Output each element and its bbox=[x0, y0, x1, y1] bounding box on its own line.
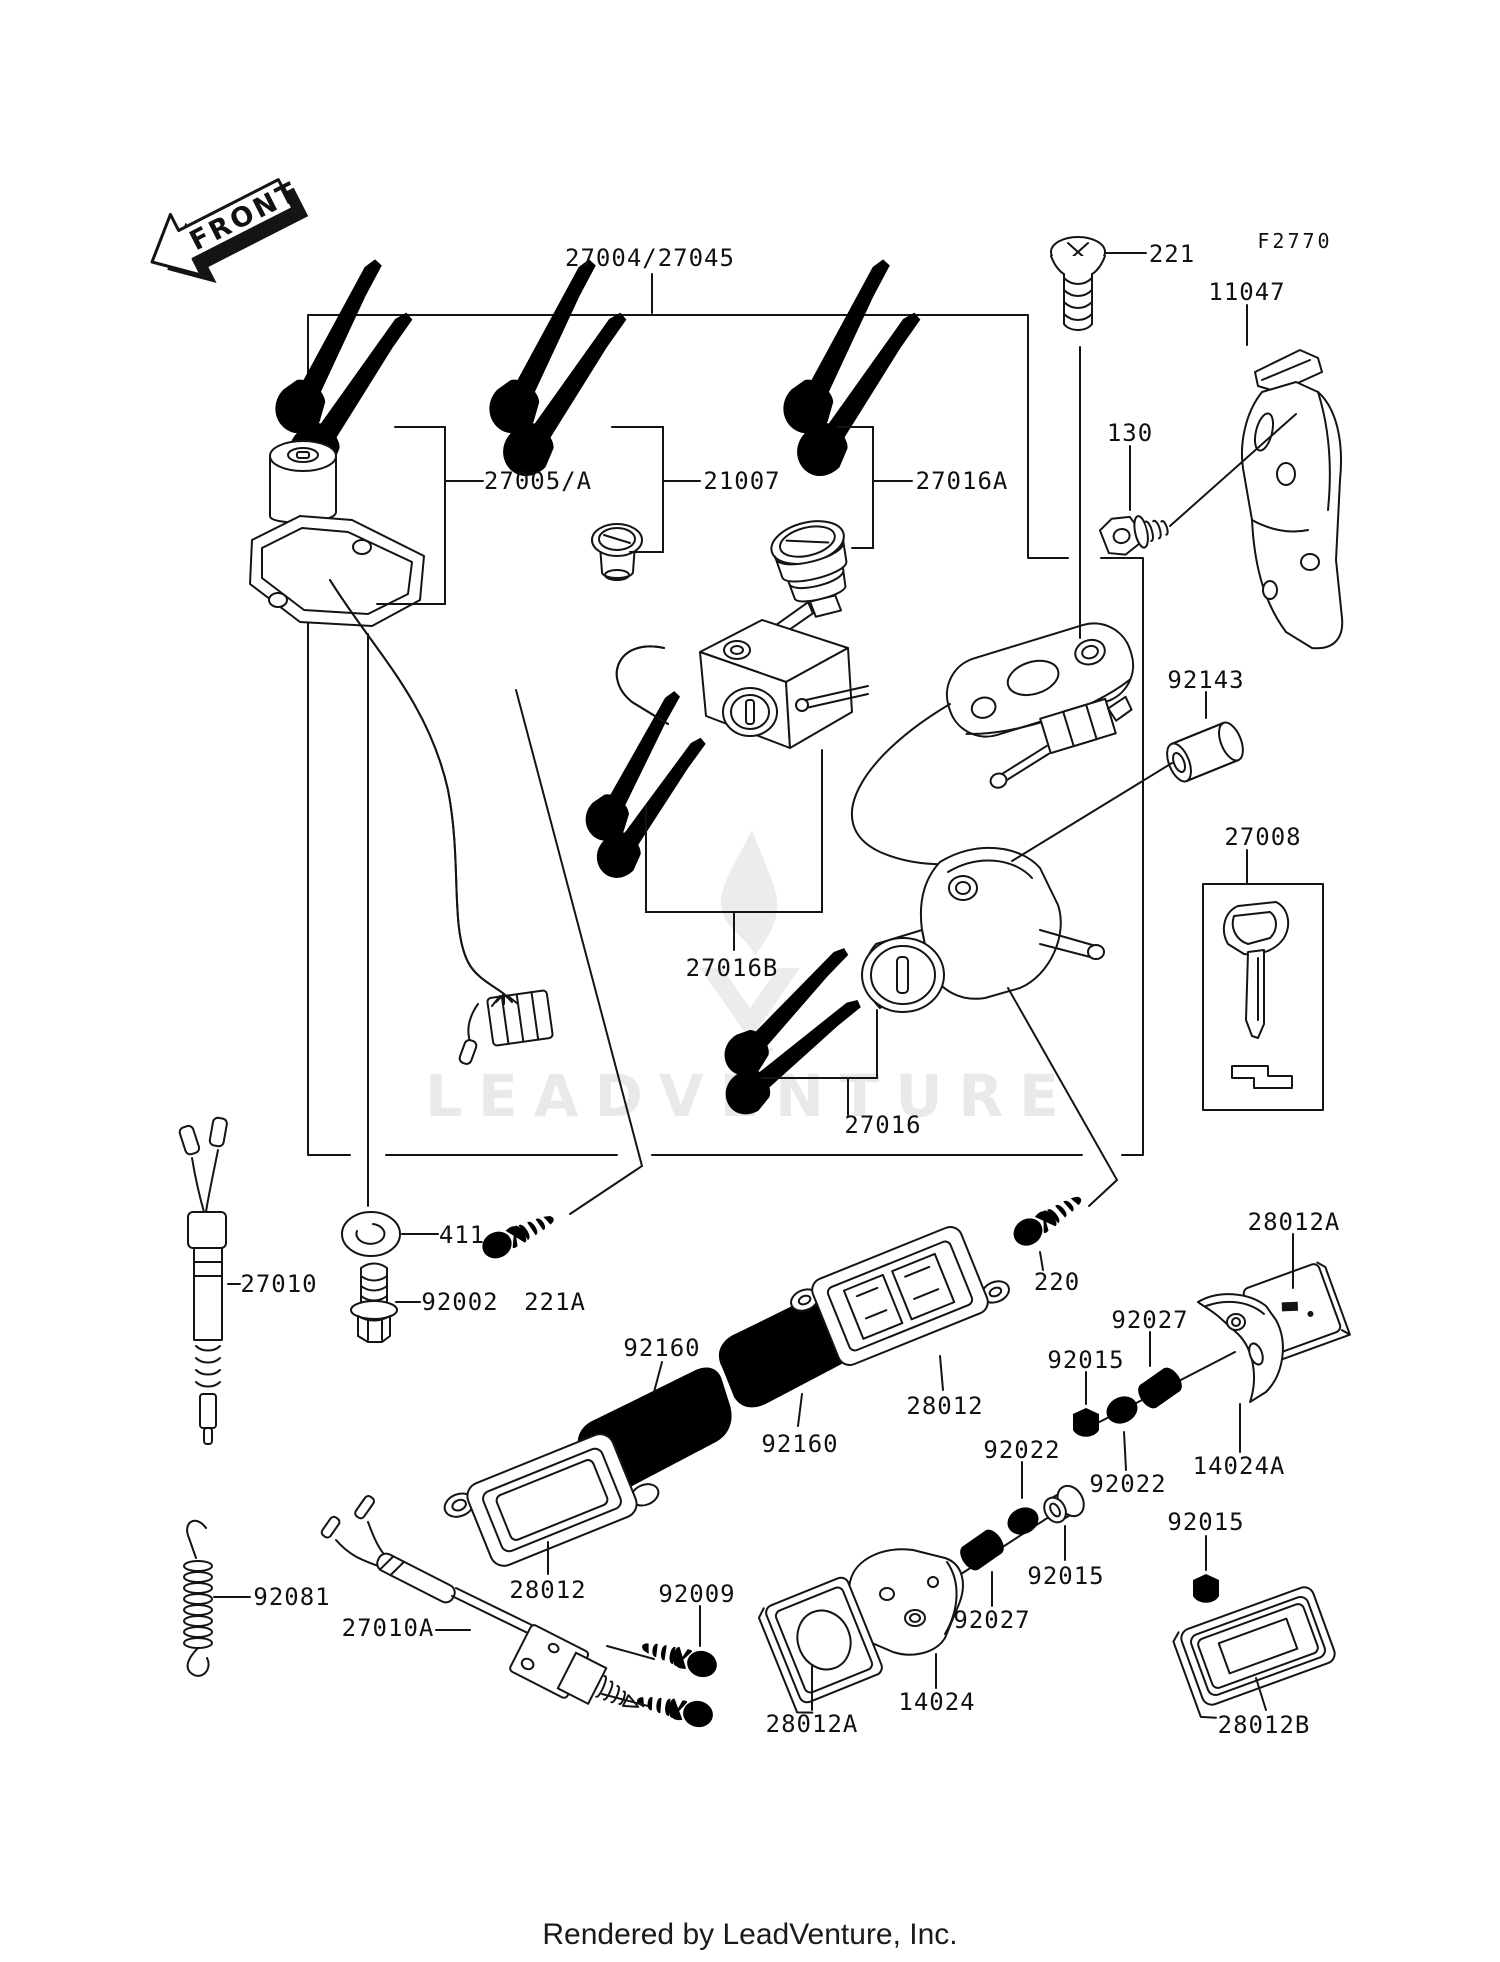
cap-lock-drawing bbox=[591, 523, 643, 581]
part-label-14024[interactable]: 14024 bbox=[898, 1688, 975, 1716]
part-label-92022-front[interactable]: 92022 bbox=[983, 1436, 1060, 1464]
rod-27010a-drawing bbox=[320, 1495, 640, 1708]
part-label-92015-lower[interactable]: 92015 bbox=[1167, 1508, 1244, 1536]
collar-92143-drawing bbox=[1166, 721, 1244, 783]
front-arrow: FRONT bbox=[150, 176, 309, 283]
screw-92009-b-drawing bbox=[634, 1688, 716, 1730]
part-label-28012A-front[interactable]: 28012A bbox=[766, 1710, 859, 1738]
seat-lock-drawing bbox=[861, 846, 1105, 1013]
part-label-130[interactable]: 130 bbox=[1107, 419, 1153, 447]
nut-92015-lower-drawing bbox=[1193, 1574, 1219, 1603]
part-label-11047[interactable]: 11047 bbox=[1208, 278, 1285, 306]
part-label-221A[interactable]: 221A bbox=[524, 1288, 586, 1316]
bracket-11047-drawing bbox=[1241, 349, 1344, 650]
screw-221a-drawing bbox=[477, 1205, 559, 1264]
reflector-28012-rear-drawing bbox=[790, 1226, 1010, 1366]
part-label-92002[interactable]: 92002 bbox=[421, 1288, 498, 1316]
part-label-27004-27045[interactable]: 27004/27045 bbox=[565, 244, 735, 272]
part-label-27016B[interactable]: 27016B bbox=[686, 954, 779, 982]
part-label-28012-front[interactable]: 28012 bbox=[509, 1576, 586, 1604]
part-label-92027-upper[interactable]: 92027 bbox=[1111, 1306, 1188, 1334]
key-pair-ignition bbox=[234, 251, 455, 486]
nut-92015-upper-drawing bbox=[1073, 1408, 1099, 1437]
screw-220-drawing bbox=[1008, 1187, 1088, 1252]
pad-28012a-front-drawing bbox=[757, 1576, 883, 1714]
part-label-92081[interactable]: 92081 bbox=[253, 1583, 330, 1611]
reflector-28012-front-drawing bbox=[443, 1433, 660, 1567]
part-label-221[interactable]: 221 bbox=[1149, 240, 1195, 268]
part-label-92015-upper[interactable]: 92015 bbox=[1047, 1346, 1124, 1374]
part-label-28012-rear[interactable]: 28012 bbox=[906, 1392, 983, 1420]
part-label-27016A[interactable]: 27016A bbox=[916, 467, 1009, 495]
spring-92081-drawing bbox=[183, 1519, 213, 1677]
part-label-27010[interactable]: 27010 bbox=[240, 1270, 317, 1298]
key-blank-box-drawing bbox=[1202, 883, 1324, 1111]
part-label-27008[interactable]: 27008 bbox=[1224, 823, 1301, 851]
seat-lock-bracket-drawing bbox=[795, 622, 1135, 869]
part-label-27010A[interactable]: 27010A bbox=[342, 1614, 435, 1642]
part-label-92015-mid[interactable]: 92015 bbox=[1027, 1562, 1104, 1590]
reflector-28012b-drawing bbox=[1172, 1586, 1336, 1719]
part-label-92143[interactable]: 92143 bbox=[1167, 666, 1244, 694]
part-label-27016[interactable]: 27016 bbox=[844, 1111, 921, 1139]
collar-92015-mid-drawing bbox=[1043, 1484, 1085, 1524]
washer-411-drawing bbox=[341, 1211, 401, 1257]
helmet-lock-drawing bbox=[615, 619, 853, 749]
part-label-27005A[interactable]: 27005/A bbox=[484, 467, 592, 495]
part-label-92160-front[interactable]: 92160 bbox=[623, 1334, 700, 1362]
ignition-switch-drawing bbox=[249, 440, 554, 1065]
part-label-92009[interactable]: 92009 bbox=[658, 1580, 735, 1608]
bushing-92027-lower-drawing bbox=[955, 1525, 1009, 1575]
part-label-28012A-rear[interactable]: 28012A bbox=[1248, 1208, 1341, 1236]
part-label-92022-rear[interactable]: 92022 bbox=[1089, 1470, 1166, 1498]
screw-221-drawing bbox=[1050, 236, 1106, 331]
part-label-92027-lower[interactable]: 92027 bbox=[953, 1606, 1030, 1634]
assembly-group-box bbox=[307, 314, 1144, 1156]
figure-code: F2770 bbox=[1257, 229, 1332, 253]
washer-92022-rear-drawing bbox=[1102, 1391, 1142, 1429]
cam-lock-drawing bbox=[758, 520, 848, 650]
part-label-220[interactable]: 220 bbox=[1034, 1268, 1080, 1296]
part-label-21007[interactable]: 21007 bbox=[703, 467, 780, 495]
footer-credit: Rendered by LeadVenture, Inc. bbox=[542, 1918, 957, 1951]
switch-27010-drawing bbox=[178, 1116, 228, 1445]
key-pair-seat bbox=[742, 251, 963, 486]
bushing-92027-upper-drawing bbox=[1133, 1363, 1187, 1413]
leader-lines bbox=[213, 252, 1297, 1711]
key-pair-cap bbox=[448, 251, 669, 486]
bolt-92002-drawing bbox=[350, 1262, 398, 1343]
washer-92022-front-drawing bbox=[1003, 1502, 1043, 1540]
part-label-411[interactable]: 411 bbox=[439, 1221, 485, 1249]
bracket-14024a-drawing bbox=[1197, 1293, 1284, 1403]
part-label-14024A[interactable]: 14024A bbox=[1193, 1452, 1286, 1480]
bolt-130-drawing bbox=[1098, 515, 1169, 556]
part-labels: 27004/27045 221 F2770 11047 130 27005/A … bbox=[240, 229, 1341, 1739]
part-label-92160-rear[interactable]: 92160 bbox=[761, 1430, 838, 1458]
part-label-28012B[interactable]: 28012B bbox=[1218, 1711, 1311, 1739]
